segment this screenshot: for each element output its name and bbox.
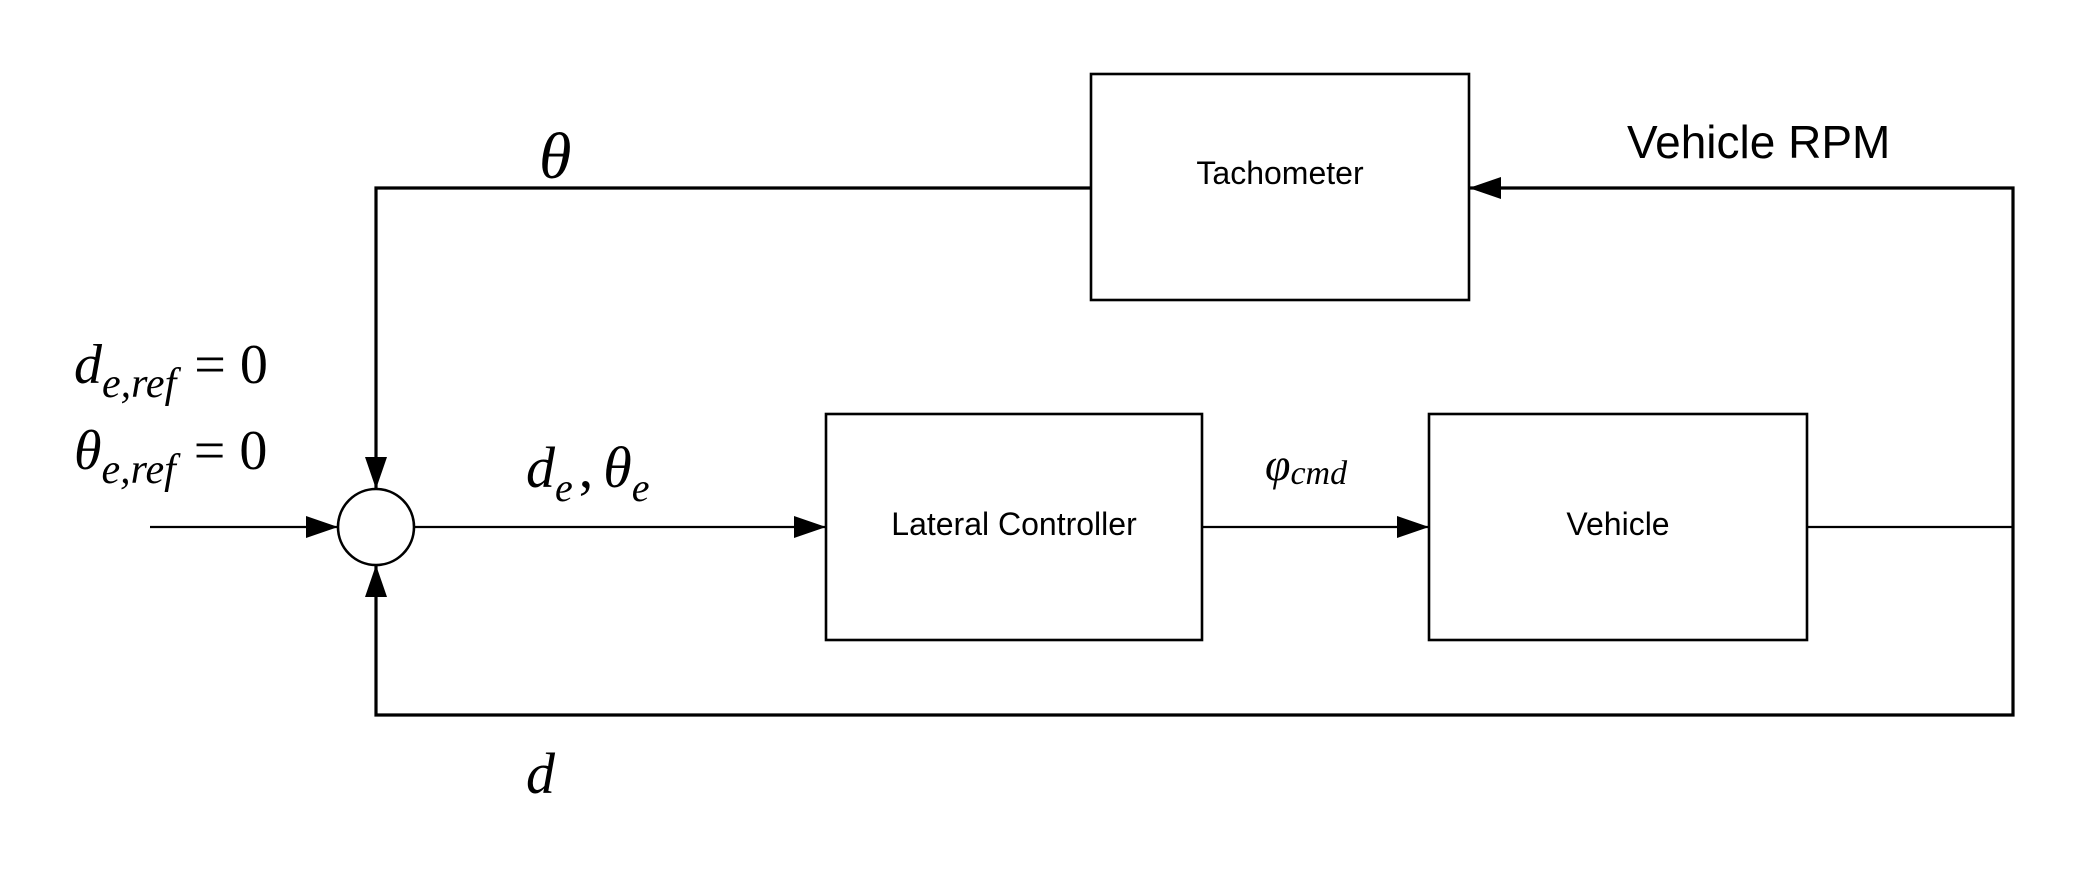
- summing-junction: [336, 487, 416, 567]
- theta-feedback-label: θ: [539, 120, 571, 193]
- tachometer-label: Tachometer: [1196, 155, 1364, 191]
- phi-symbol: φ: [1265, 439, 1290, 490]
- d-ref-label: de,ref = 0: [74, 334, 268, 407]
- error-theta-symbol: θ: [603, 435, 632, 500]
- d-feedback-arrow: [365, 527, 2015, 717]
- error-comma: ,: [579, 435, 594, 500]
- theta-ref-symbol: θ: [74, 420, 102, 482]
- error-d-subscript: e: [555, 465, 573, 510]
- error-signal-label: de,θe: [526, 435, 650, 510]
- lateral-controller-label: Lateral Controller: [891, 506, 1137, 542]
- error-theta-subscript: e: [632, 465, 650, 510]
- theta-feedback-arrow: [365, 186, 1091, 489]
- lateral-controller-box: [824, 412, 1204, 642]
- error-d-symbol: d: [526, 435, 556, 500]
- vehicle-block: Vehicle: [1427, 412, 1809, 642]
- d-ref-value: = 0: [194, 334, 268, 396]
- d-ref-symbol: d: [74, 334, 103, 396]
- vehicle-rpm-feedback-arrow: [1469, 177, 2015, 527]
- theta-ref-subscript: e,ref: [102, 447, 182, 493]
- d-ref-subscript: e,ref: [102, 361, 182, 407]
- vehicle-box: [1427, 412, 1809, 642]
- lateral-controller-block: Lateral Controller: [824, 412, 1204, 642]
- tachometer-block: Tachometer: [1089, 72, 1471, 302]
- vehicle-rpm-label: Vehicle RPM: [1627, 116, 1890, 168]
- theta-ref-value: = 0: [194, 420, 268, 482]
- phi-cmd-label: φcmd: [1265, 439, 1348, 492]
- d-feedback-label: d: [526, 741, 556, 806]
- theta-ref-label: θe,ref = 0: [74, 420, 267, 493]
- vehicle-label: Vehicle: [1566, 506, 1669, 542]
- phi-cmd-subscript: cmd: [1290, 455, 1348, 492]
- tachometer-box: [1089, 72, 1471, 302]
